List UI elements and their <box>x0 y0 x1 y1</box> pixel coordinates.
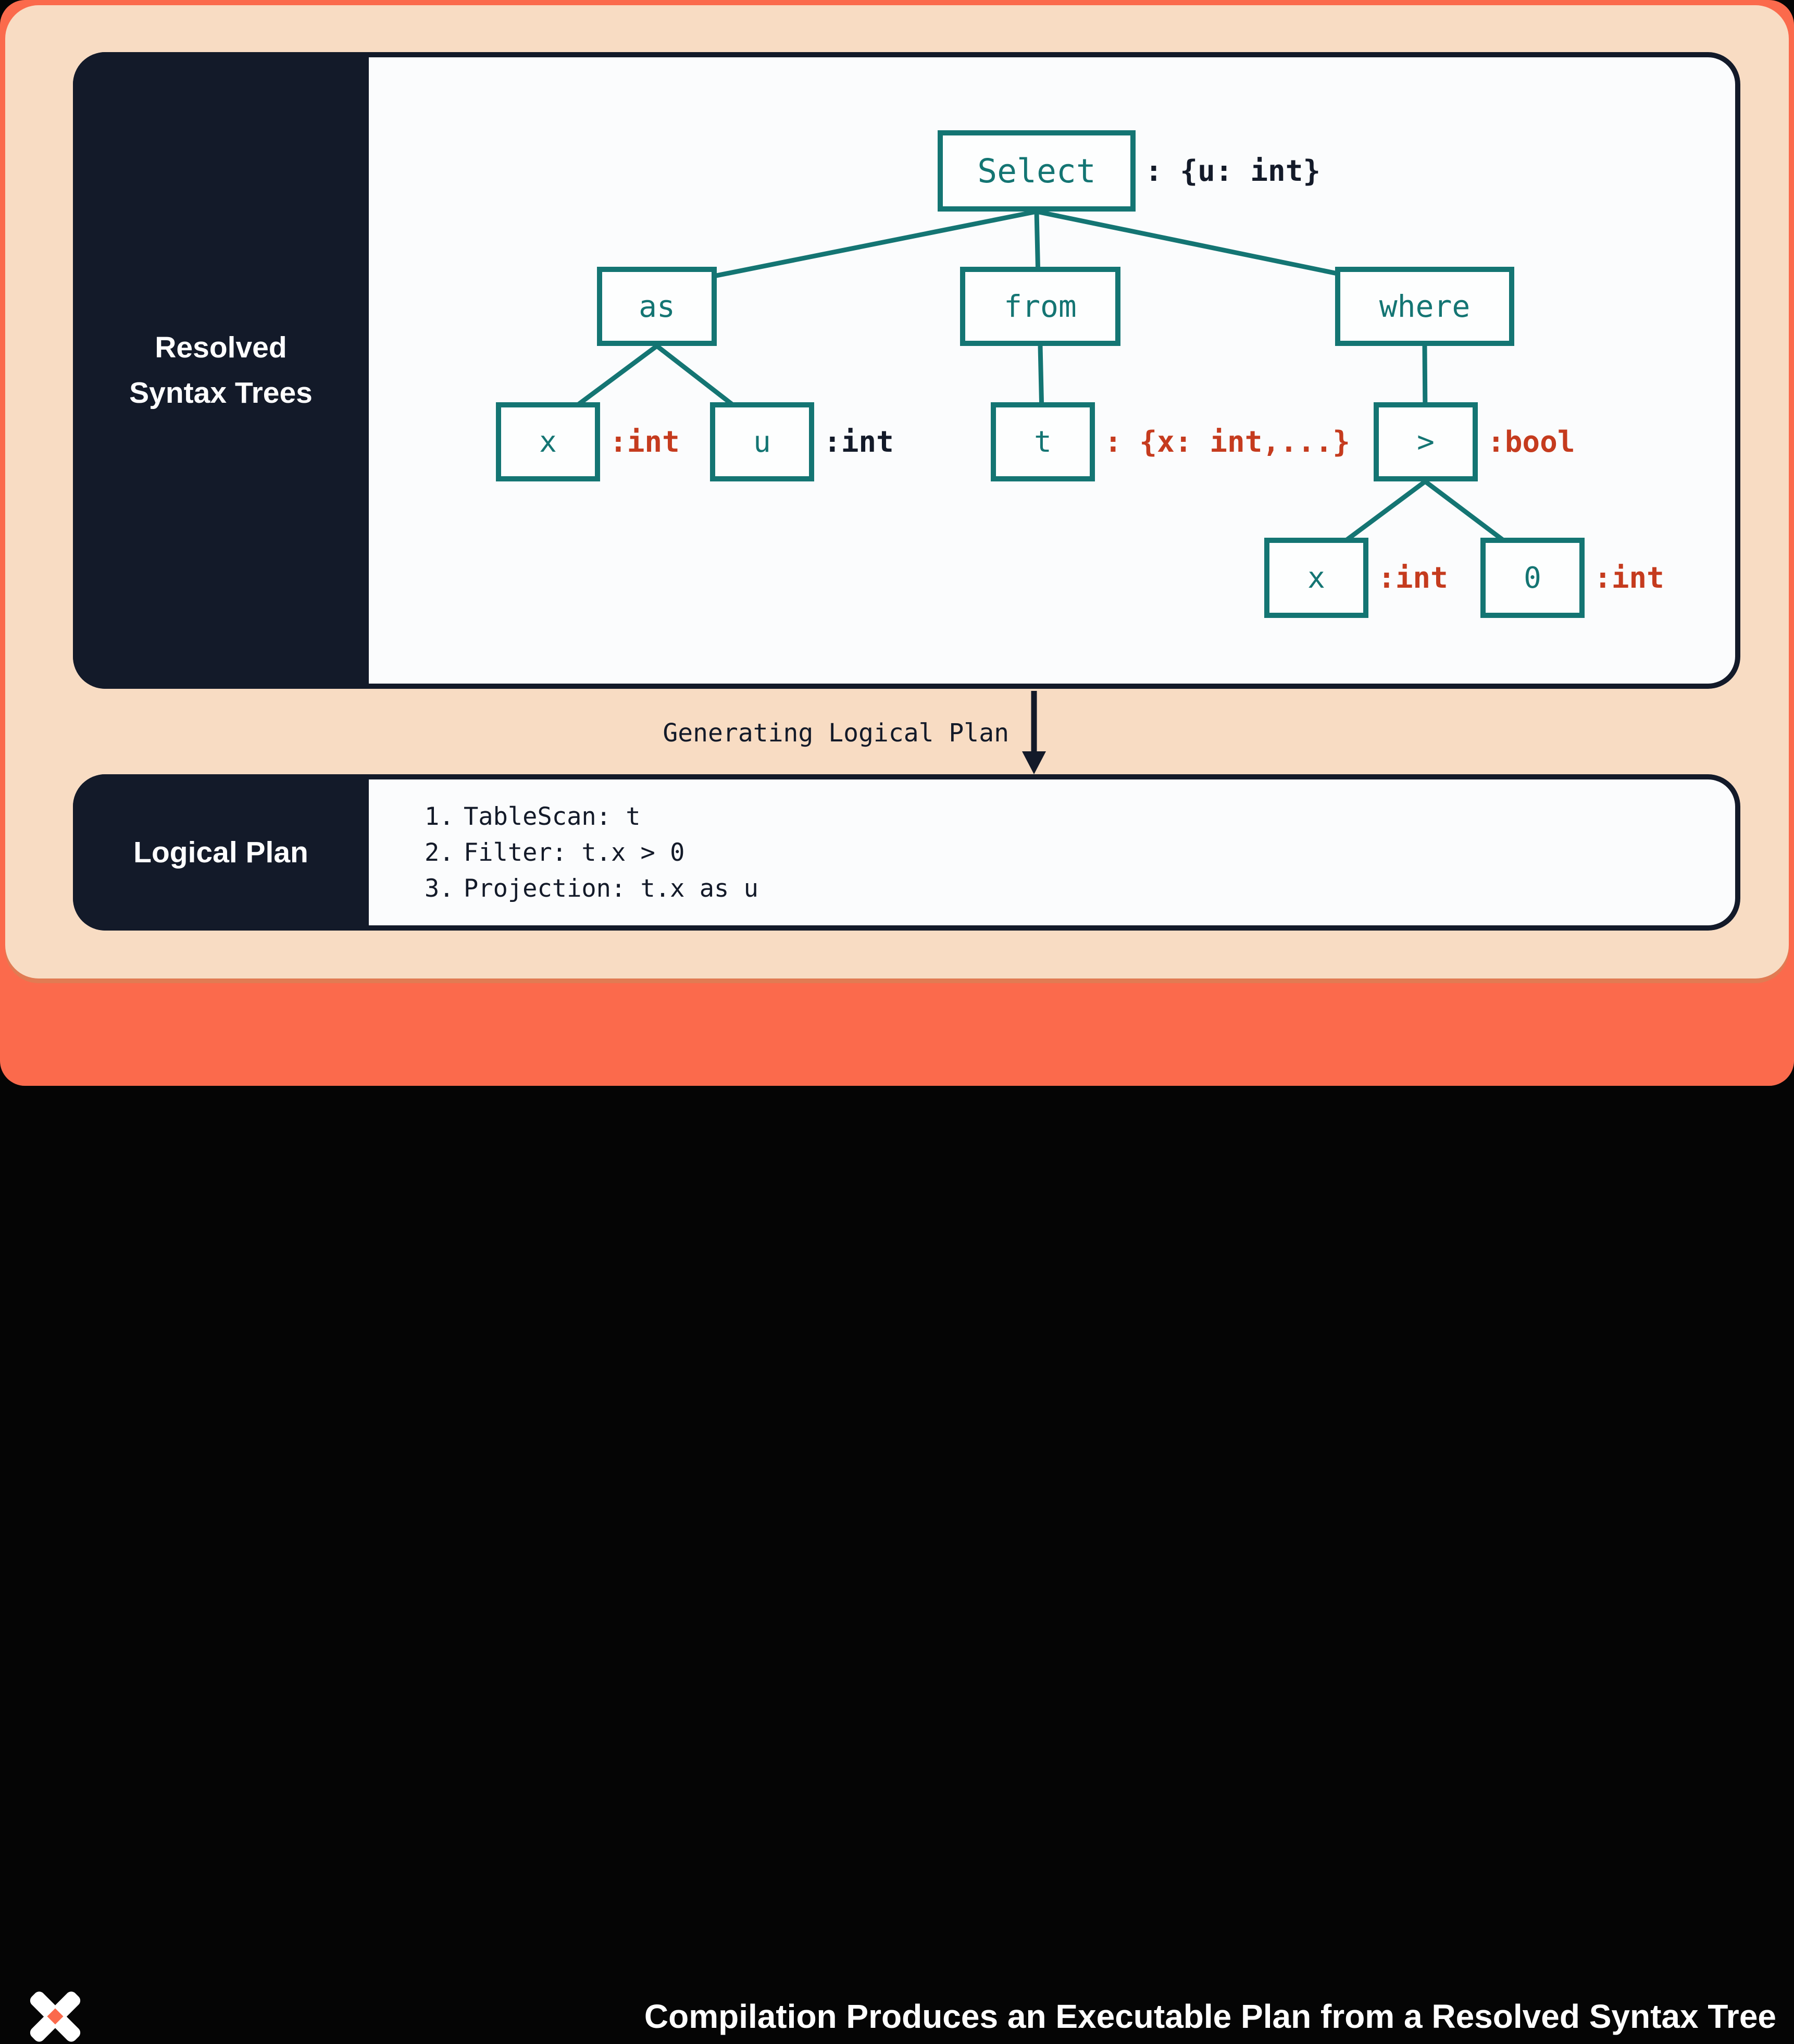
x-star-logo-icon <box>28 1989 83 2044</box>
node-box-greater-than: > <box>1374 402 1478 481</box>
node-label-right-operand-zero: 0 <box>1524 561 1541 595</box>
node-label-table-t: t <box>1034 425 1052 459</box>
type-annotation-greater-than: :bool <box>1487 425 1575 459</box>
tree-node-select: Select : {u: int} <box>938 130 1320 212</box>
logical-plan-title: Logical Plan <box>133 835 308 869</box>
node-box-right-operand-zero: 0 <box>1480 538 1585 618</box>
tree-node-alias-target-u: u :int <box>710 402 894 481</box>
logical-plan-steps: 1. TableScan: t 2. Filter: t.x > 0 3. Proje… <box>369 774 1740 931</box>
plan-step: 2. Filter: t.x > 0 <box>425 835 1740 871</box>
node-label-as: as <box>639 289 675 324</box>
type-annotation-table-t: : {x: int,...} <box>1104 425 1351 459</box>
type-annotation-left-operand-x: :int <box>1378 561 1448 595</box>
node-box-alias-target-u: u <box>710 402 814 481</box>
tree-node-from: from <box>960 267 1120 346</box>
node-box-left-operand-x: x <box>1264 538 1368 618</box>
logical-plan-panel: Logical Plan 1. TableScan: t 2. Filter: t.… <box>73 774 1740 931</box>
type-annotation-select: : {u: int} <box>1145 154 1321 188</box>
plan-step-number: 3. <box>425 874 454 903</box>
node-box-from: from <box>960 267 1120 346</box>
node-box-where: where <box>1335 267 1514 346</box>
resolved-syntax-trees-panel: Resolved Syntax Trees Select : {u: int} <box>73 52 1740 689</box>
resolved-panel-title-line1: Resolved <box>155 331 287 364</box>
type-annotation-alias-source-x: :int <box>609 425 680 459</box>
plan-step-number: 1. <box>425 802 454 831</box>
node-label-greater-than: > <box>1417 425 1435 459</box>
plan-step-text: Projection: t.x as u <box>464 874 758 903</box>
tree-node-right-operand-zero: 0 :int <box>1480 538 1664 618</box>
plan-step-text: Filter: t.x > 0 <box>464 838 685 867</box>
type-annotation-alias-target-u: :int <box>824 425 894 459</box>
arrow-down-icon <box>1022 691 1046 774</box>
node-box-alias-source-x: x <box>496 402 600 481</box>
plan-step: 1. TableScan: t <box>425 799 1740 835</box>
tree-node-table-t: t : {x: int,...} <box>991 402 1350 481</box>
node-label-select: Select <box>977 152 1096 190</box>
node-box-select: Select <box>938 130 1136 212</box>
tree-node-as: as <box>597 267 717 346</box>
tree-node-greater-than: > :bool <box>1374 402 1575 481</box>
tree-node-alias-source-x: x :int <box>496 402 680 481</box>
resolved-panel-title-line2: Syntax Trees <box>129 376 313 410</box>
type-annotation-right-operand-zero: :int <box>1594 561 1664 595</box>
node-label-from: from <box>1004 289 1077 324</box>
node-label-alias-target-u: u <box>753 425 771 459</box>
tree-node-where: where <box>1335 267 1514 346</box>
plan-step-text: TableScan: t <box>464 802 641 831</box>
plan-step-number: 2. <box>425 838 454 867</box>
node-label-alias-source-x: x <box>539 425 557 459</box>
logical-plan-sidebar: Logical Plan <box>73 774 369 931</box>
tree-node-left-operand-x: x :int <box>1264 538 1448 618</box>
resolved-panel-title: Resolved Syntax Trees <box>129 325 313 416</box>
node-box-as: as <box>597 267 717 346</box>
footer-title: Compilation Produces an Executable Plan … <box>644 1998 1776 2035</box>
plan-step: 3. Projection: t.x as u <box>425 871 1740 907</box>
transition-label: Generating Logical Plan <box>663 719 1009 748</box>
resolved-panel-sidebar: Resolved Syntax Trees <box>73 52 369 689</box>
node-label-where: where <box>1379 289 1471 324</box>
node-box-table-t: t <box>991 402 1095 481</box>
footer-bar: Compilation Produces an Executable Plan … <box>0 984 1794 2044</box>
node-label-left-operand-x: x <box>1307 561 1325 595</box>
